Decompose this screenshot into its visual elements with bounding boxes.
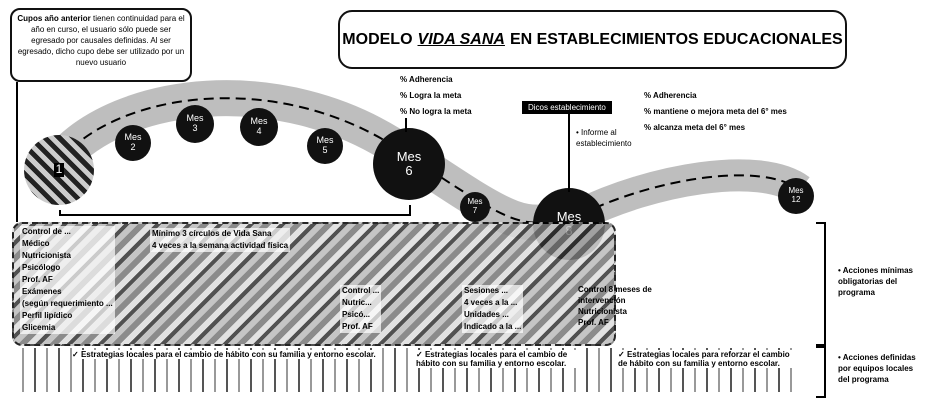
right-label-bottom: • Acciones definidas por equipos locales…	[838, 352, 920, 385]
month-7-number: 7	[472, 206, 478, 215]
band-col2: Mínimo 3 círculos de Vida Sana 4 veces a…	[150, 228, 291, 252]
note-connector	[16, 82, 18, 222]
month-4-label: Mes	[250, 116, 268, 127]
band-col5-item: Prof. AF	[578, 318, 609, 327]
bottom-strategy-2: ✓ Estrategias locales para el cambio de …	[416, 350, 586, 368]
band-col3-item: Control ...	[342, 286, 380, 295]
band-col5: Control 8 meses de intervención Nutricio…	[578, 284, 698, 328]
informe-bullet-icon: •	[576, 128, 582, 137]
check-icon: ✓	[416, 350, 425, 359]
month-3: Mes 3	[176, 105, 214, 143]
stat8-reaches: % alcanza meta del 6° mes	[644, 123, 746, 132]
month-12-label: Mes	[788, 186, 804, 196]
band-col4: Sesiones ... 4 veces a la ... Unidades .…	[462, 285, 524, 333]
band-col1-item: Glicemia	[22, 323, 56, 332]
band-col1-item: Médico	[22, 239, 50, 248]
band-col1-item: Exámenes	[22, 287, 62, 296]
band-col4-item: Unidades ...	[464, 310, 509, 319]
month-2-number: 2	[130, 142, 136, 152]
month-6: Mes 6	[373, 128, 445, 200]
band-col1-item: Perfil lipídico	[22, 311, 73, 320]
bar-connector	[568, 112, 570, 192]
bottom-strategy-1: ✓ Estrategias locales para el cambio de …	[72, 350, 376, 359]
check-icon: ✓	[618, 350, 627, 359]
bullet-icon: •	[838, 353, 843, 362]
stat8-adherence: % Adherencia	[644, 91, 697, 100]
month-1: 1	[24, 135, 94, 205]
band-col3-item: Nutric...	[342, 298, 372, 307]
right-label-bottom-text: Acciones definidas por equipos locales d…	[838, 353, 916, 384]
band-col3-item: Psicó...	[342, 310, 371, 319]
right-label-top-text: Acciones mínimas obligatorias del progra…	[838, 266, 913, 297]
note-box: Cupos año anterior tienen continuidad pa…	[10, 8, 192, 82]
stat8-maintains: % mantiene o mejora meta del 6° mes	[644, 107, 787, 116]
month-4: Mes 4	[240, 108, 278, 146]
band-col5-item: Nutricionista	[578, 307, 627, 316]
bottom-strategy-1-text: Estrategias locales para el cambio de há…	[80, 350, 376, 359]
month-2-label: Mes	[124, 132, 142, 143]
stat6-not-meets-goal: % No logra la meta	[400, 107, 472, 116]
band-col1-item: Prof. AF	[22, 275, 53, 284]
bottom-strategy-2-text: Estrategias locales para el cambio de há…	[416, 350, 568, 368]
band-col4-item: Indicado a la ...	[464, 322, 522, 331]
title-post: EN ESTABLECIMIENTOS EDUCACIONALES	[509, 30, 843, 48]
right-label-top: • Acciones mínimas obligatorias del prog…	[838, 265, 920, 298]
title-box: MODELO VIDA SANA EN ESTABLECIMIENTOS EDU…	[338, 10, 847, 69]
stats-month-8: % Adherencia % mantiene o mejora meta de…	[644, 88, 787, 136]
month-8-label: Mes	[556, 208, 582, 224]
month-5: Mes 5	[307, 128, 343, 164]
informe-text: Informe al establecimiento	[576, 128, 632, 148]
month-5-label: Mes	[316, 135, 334, 146]
band-col1-item: (según requerimiento ...	[22, 299, 113, 308]
month-3-number: 3	[192, 123, 198, 133]
month-12: Mes 12	[778, 178, 814, 214]
band-col1: Control de ... Médico Nutricionista Psic…	[20, 226, 115, 334]
brace-bottom	[816, 346, 826, 398]
month-6-label: Mes	[396, 148, 422, 164]
band-col3: Control ... Nutric... Psicó... Prof. AF	[340, 285, 382, 333]
month-1-number: 1	[53, 162, 65, 177]
note-bold: Cupos año anterior	[17, 14, 91, 23]
bullet-icon: •	[838, 266, 843, 275]
title-underlined: VIDA SANA	[417, 30, 505, 48]
band-col1-item: Nutricionista	[22, 251, 71, 260]
band-col1-item: Control de ...	[22, 227, 71, 236]
band-col4-item: Sesiones ...	[464, 286, 509, 295]
note-text: tienen continuidad para el año en curso,…	[17, 14, 185, 67]
stats-month-6: % Adherencia % Logra la meta % No logra …	[400, 72, 472, 120]
month-6-number: 6	[405, 163, 413, 178]
band-col2-item: Mínimo 3 círculos de Vida Sana	[152, 229, 272, 238]
band-col5-item: Control 8 meses de intervención	[578, 285, 652, 305]
band-col1-item: Psicólogo	[22, 263, 61, 272]
stats6-connector	[405, 118, 407, 132]
month-12-number: 12	[791, 195, 801, 204]
month-7-label: Mes	[467, 197, 483, 207]
band-col2-item: 4 veces a la semana actividad física	[152, 241, 289, 250]
title-pre: MODELO	[342, 30, 413, 48]
month-7: Mes 7	[460, 192, 490, 222]
band-col4-item: 4 veces a la ...	[464, 298, 518, 307]
establishment-bar: Dicos establecimiento	[522, 101, 612, 114]
check-icon: ✓	[72, 350, 81, 359]
band-col3-item: Prof. AF	[342, 322, 373, 331]
bottom-strategy-3-text: Estrategias locales para reforzar el cam…	[618, 350, 790, 368]
brace-top	[816, 222, 826, 346]
month-4-number: 4	[256, 126, 262, 136]
informe-label: • Informe al establecimiento	[576, 127, 666, 149]
month-3-label: Mes	[186, 113, 204, 124]
month-5-number: 5	[322, 145, 328, 155]
bottom-strategy-3: ✓ Estrategias locales para reforzar el c…	[618, 350, 798, 368]
stat6-adherence: % Adherencia	[400, 75, 453, 84]
stat6-meets-goal: % Logra la meta	[400, 91, 462, 100]
month-2: Mes 2	[115, 125, 151, 161]
